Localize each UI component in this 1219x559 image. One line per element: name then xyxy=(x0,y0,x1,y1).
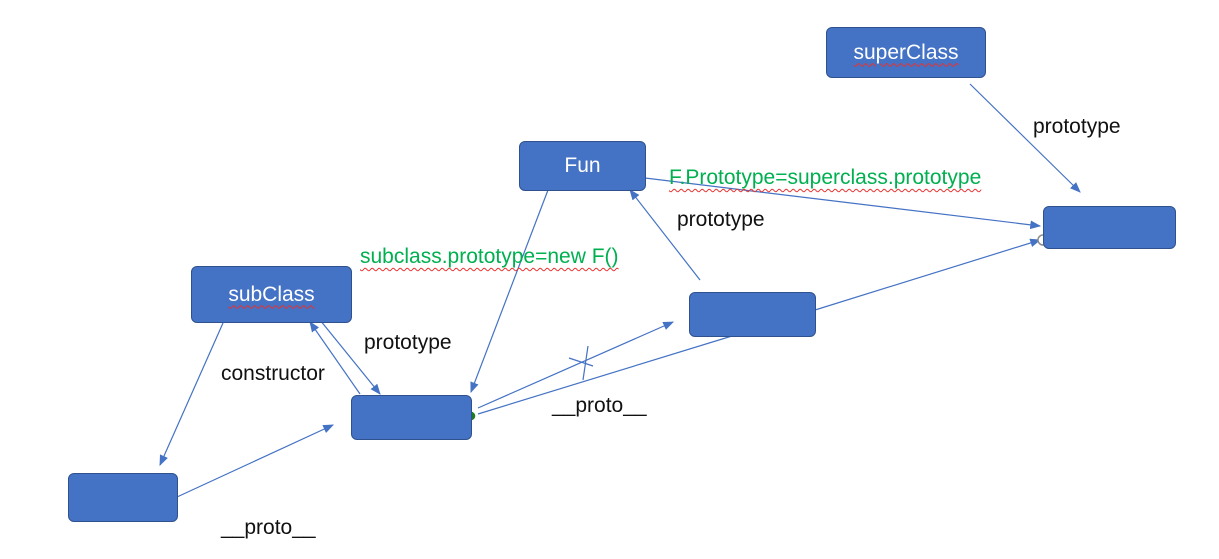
arrow-subclass-to-instance xyxy=(159,322,224,466)
arrow-instance-proto xyxy=(176,424,334,498)
superclass-node[interactable]: superClass xyxy=(826,27,986,78)
arrow-superclass-prototype xyxy=(969,83,1081,193)
proto-label-instance: __proto__ xyxy=(221,516,316,539)
cross-mark xyxy=(568,357,594,367)
subclass-label: subClass xyxy=(228,282,315,306)
arrow-funproto-to-superproto xyxy=(814,238,1042,311)
proto-label-subproto: __proto__ xyxy=(552,394,647,417)
subclass-instance-object[interactable] xyxy=(68,473,178,522)
superclass-label: superClass xyxy=(853,40,959,64)
fun-label: Fun xyxy=(564,154,601,177)
fun-prototype-object[interactable] xyxy=(689,292,816,337)
fun-node[interactable]: Fun xyxy=(519,141,646,191)
cross-mark xyxy=(582,345,589,381)
fun-prototype-label: prototype xyxy=(677,208,765,231)
arrow-proto-crossed xyxy=(477,321,674,409)
arrow-constructor xyxy=(309,321,361,395)
arrow-subclass-prototype xyxy=(319,319,381,395)
superclass-prototype-label: prototype xyxy=(1033,115,1121,138)
subclass-prototype-label: prototype xyxy=(364,331,452,354)
subclass-prototype-code: subclass.prototype=new F() xyxy=(360,245,619,268)
arrow-fun-prototype xyxy=(629,189,701,281)
constructor-label: constructor xyxy=(221,362,325,385)
superclass-prototype-object[interactable] xyxy=(1043,206,1176,249)
arrow-fun-to-superclass-prototype xyxy=(644,177,1042,230)
subclass-node[interactable]: subClass xyxy=(191,266,352,323)
arrow-fun-to-subclass-prototype xyxy=(470,189,549,394)
f-prototype-code: F.Prototype=superclass.prototype xyxy=(669,166,982,189)
subclass-prototype-object[interactable] xyxy=(351,395,472,440)
arrow-proto-subproto xyxy=(477,335,733,415)
